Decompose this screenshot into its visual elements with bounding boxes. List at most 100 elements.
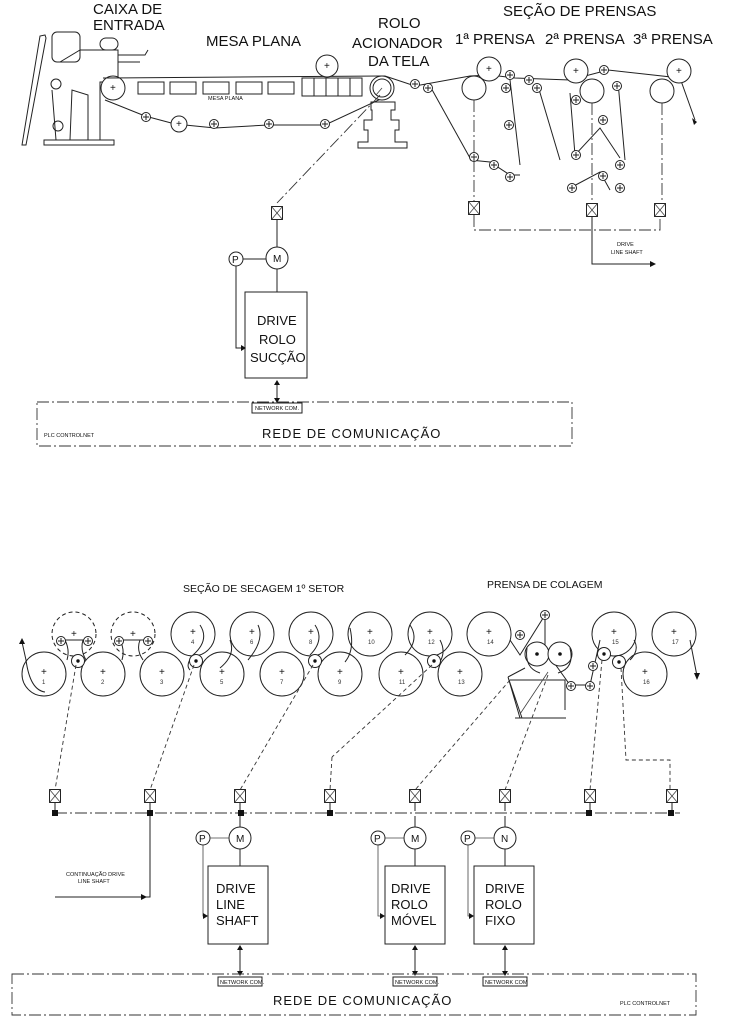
headbox-machine bbox=[21, 31, 149, 146]
bottom-plc-controlnet-label: PLC CONTROLNET bbox=[620, 1001, 671, 1007]
network-com-label: NETWORK COM. bbox=[255, 406, 299, 412]
network-com-tag bbox=[251, 402, 303, 414]
drive-box bbox=[473, 865, 535, 945]
press-section: + + + DRIVE LINE SHAFT bbox=[384, 56, 697, 267]
coupling-icon bbox=[49, 789, 61, 803]
top-network-bus: PLC CONTROLNET REDE DE COMUNICAÇÃO bbox=[36, 401, 573, 447]
center-mark: + bbox=[41, 667, 47, 678]
dryer-number: 10 bbox=[368, 640, 375, 646]
center-mark: + bbox=[190, 627, 196, 638]
svg-text:+: + bbox=[573, 66, 579, 77]
dryer-number: 6 bbox=[250, 640, 254, 646]
dryer-number: 2 bbox=[101, 680, 105, 686]
motor-symbol: M bbox=[273, 254, 281, 265]
size-press-label: PRENSA DE COLAGEM bbox=[487, 579, 603, 591]
network-com-label: NETWORK COM bbox=[485, 980, 528, 986]
dryer-number: 12 bbox=[428, 640, 435, 646]
suction-couch bbox=[301, 77, 363, 97]
suction-boxes bbox=[137, 81, 295, 95]
dryer-section-label: SEÇÃO DE SECAGEM 1º SETOR bbox=[183, 582, 345, 595]
dryer-cylinder bbox=[378, 651, 424, 697]
center-mark: + bbox=[71, 629, 77, 640]
dryer-cylinder bbox=[651, 611, 697, 657]
coupling-icon bbox=[666, 789, 678, 803]
motor-symbol: M bbox=[411, 834, 419, 845]
press-1-label: 1ª PRENSA bbox=[455, 31, 535, 48]
coupling-icon bbox=[144, 789, 156, 803]
drive-box-label: SHAFT bbox=[216, 913, 259, 928]
headbox-label-line1: CAIXA DE bbox=[93, 1, 162, 18]
coupling-icon bbox=[499, 789, 511, 803]
dryer-number: 14 bbox=[487, 640, 494, 646]
suction-roll-drive: M P DRIVE ROLO SUCÇÃO NETWORK COM. bbox=[228, 94, 381, 414]
drive-box bbox=[384, 865, 446, 945]
dryer-cylinder bbox=[139, 651, 185, 697]
bottom-network-title: REDE DE COMUNICAÇÃO bbox=[273, 993, 452, 1008]
center-mark: + bbox=[427, 627, 433, 638]
dryer-number: 13 bbox=[458, 680, 465, 686]
coupling-icon bbox=[584, 789, 596, 803]
forming-table-label: MESA PLANA bbox=[206, 33, 301, 50]
center-mark: + bbox=[671, 627, 677, 638]
dryer-cylinder bbox=[317, 651, 363, 697]
drive-roll-label-line1: ROLO bbox=[378, 15, 421, 32]
center-mark: + bbox=[279, 667, 285, 678]
center-mark: + bbox=[130, 629, 136, 640]
drive-box-label: ROLO bbox=[391, 897, 428, 912]
pump-symbol: P bbox=[374, 834, 381, 845]
center-mark: + bbox=[611, 627, 617, 638]
svg-text:+: + bbox=[324, 61, 330, 72]
dryer-number: 15 bbox=[612, 640, 619, 646]
continuation-label-line2: LINE SHAFT bbox=[78, 879, 110, 885]
drive-box-line2: ROLO bbox=[259, 332, 296, 347]
dryer-number: 7 bbox=[280, 680, 284, 686]
network-com-label: NETWORK COM. bbox=[395, 980, 439, 986]
drive-box-label: DRIVE bbox=[391, 881, 431, 896]
svg-text:+: + bbox=[676, 66, 682, 77]
drive-box-label: FIXO bbox=[485, 913, 515, 928]
press-section-label: SEÇÃO DE PRENSAS bbox=[503, 3, 656, 20]
dryer-cylinder bbox=[622, 651, 668, 697]
center-mark: + bbox=[337, 667, 343, 678]
plc-controlnet-label: PLC CONTROLNET bbox=[44, 433, 95, 439]
size-press bbox=[507, 641, 573, 719]
line-shaft-nodes bbox=[52, 810, 674, 816]
pump-symbol: P bbox=[232, 255, 239, 266]
drive-box-label: LINE bbox=[216, 897, 245, 912]
coupling-icon bbox=[409, 789, 421, 803]
dryer-number: 16 bbox=[643, 680, 650, 686]
center-mark: + bbox=[457, 667, 463, 678]
center-mark: + bbox=[398, 667, 404, 678]
breast-roll bbox=[100, 75, 126, 101]
pump-symbol: P bbox=[199, 834, 206, 845]
network-com-tag bbox=[392, 976, 438, 987]
press-3-label: 3ª PRENSA bbox=[633, 31, 713, 48]
dryer-cylinder bbox=[21, 651, 67, 697]
coupling-icon bbox=[324, 789, 336, 803]
center-mark: + bbox=[367, 627, 373, 638]
motor-symbol: N bbox=[501, 834, 508, 845]
dryer-cylinders: +++1+2+3+4+5+6+7+8+9+10+11+12+13+14+15+1… bbox=[21, 611, 697, 697]
dryer-number: 5 bbox=[220, 680, 224, 686]
center-mark: + bbox=[159, 667, 165, 678]
drive-box-line3: SUCÇÃO bbox=[250, 350, 306, 365]
svg-text:+: + bbox=[110, 83, 116, 94]
drive-box bbox=[207, 865, 269, 945]
dryer-cylinder bbox=[347, 611, 393, 657]
center-mark: + bbox=[249, 627, 255, 638]
dryer-number: 8 bbox=[309, 640, 313, 646]
dryer-number: 3 bbox=[160, 680, 164, 686]
top-diagram: CAIXA DE ENTRADA MESA PLANA ROLO ACIONAD… bbox=[21, 1, 713, 447]
drive-roll-label-line3: DA TELA bbox=[368, 53, 429, 70]
drive-roll-label-line2: ACIONADOR bbox=[352, 35, 443, 52]
center-mark: + bbox=[486, 627, 492, 638]
dryer-number: 1 bbox=[42, 680, 46, 686]
headbox-label-line2: ENTRADA bbox=[93, 17, 165, 34]
continuation-label-line1: CONTINUAÇÃO DRIVE bbox=[66, 871, 125, 878]
bottom-diagram: SEÇÃO DE SECAGEM 1º SETOR PRENSA DE COLA… bbox=[11, 579, 700, 1016]
network-com-label: NETWORK COM. bbox=[220, 980, 264, 986]
